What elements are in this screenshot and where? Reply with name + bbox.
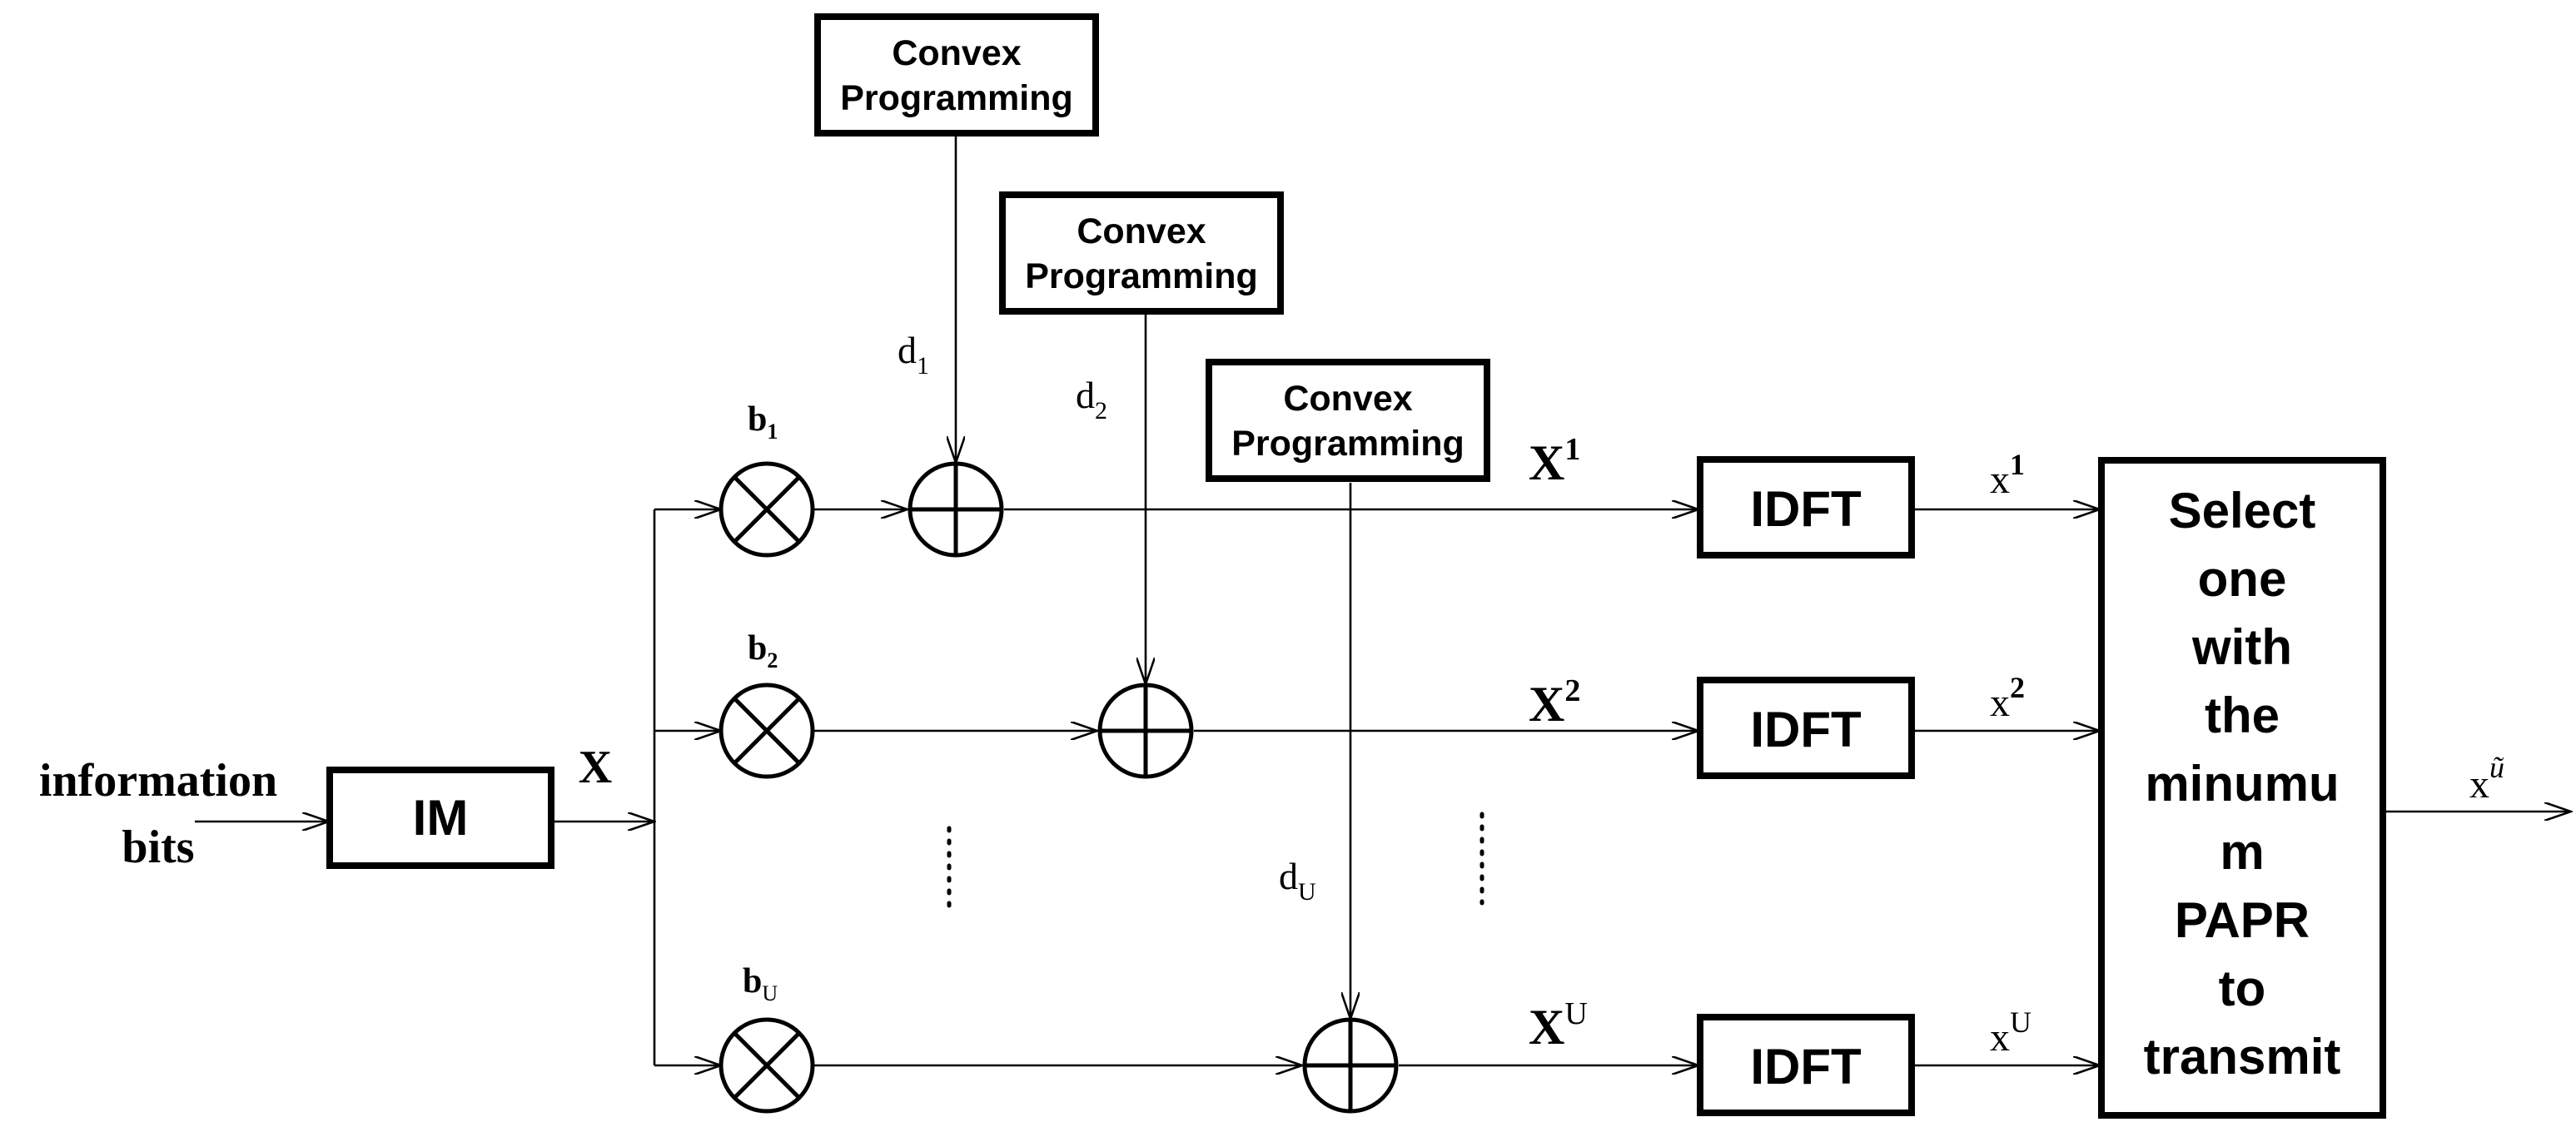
select-line-7: to bbox=[2219, 961, 2266, 1016]
idft-block-1: IDFT bbox=[1697, 456, 1915, 559]
idft-block-2: IDFT bbox=[1697, 677, 1915, 779]
im-label: IM bbox=[413, 790, 469, 846]
idft1-label: IDFT bbox=[1750, 481, 1861, 537]
X1-label: X1 bbox=[1529, 432, 1580, 490]
idft2-label: IDFT bbox=[1750, 702, 1861, 757]
output-label: xũ bbox=[2469, 751, 2504, 807]
cp1-line2: Programming bbox=[840, 78, 1073, 118]
select-line-0: Select bbox=[2169, 483, 2316, 539]
bU-label: bU bbox=[743, 962, 778, 1005]
dU-label: dU bbox=[1279, 855, 1316, 906]
adder-dU bbox=[1302, 1017, 1399, 1114]
wires bbox=[195, 135, 2571, 1065]
x1-label: x1 bbox=[1990, 448, 2025, 502]
select-min-papr-block: Select one with the minumu m PAPR to tra… bbox=[2098, 457, 2386, 1119]
adder-d1 bbox=[908, 461, 1004, 558]
idft-block-U: IDFT bbox=[1697, 1014, 1915, 1116]
d2-label: d2 bbox=[1076, 374, 1107, 424]
multiplier-b2 bbox=[719, 683, 815, 779]
select-line-8: transmit bbox=[2144, 1029, 2341, 1085]
select-line-1: one bbox=[2198, 551, 2287, 607]
cp3-line2: Programming bbox=[1231, 424, 1465, 464]
cp2-line1: Convex bbox=[1077, 211, 1206, 251]
X2-label: X2 bbox=[1529, 673, 1580, 732]
select-line-5: m bbox=[2220, 824, 2264, 880]
b2-label: b2 bbox=[748, 629, 778, 673]
x-label: X bbox=[579, 742, 612, 793]
select-line-6: PAPR bbox=[2175, 892, 2310, 948]
b1-label: b1 bbox=[748, 400, 778, 444]
convex-programming-block-3: Convex Programming bbox=[1206, 359, 1490, 482]
select-line-2: with bbox=[2191, 619, 2292, 675]
input-label-line2: bits bbox=[122, 822, 194, 873]
im-block: IM bbox=[326, 767, 554, 869]
select-line-3: the bbox=[2205, 688, 2280, 743]
multiplier-b1 bbox=[719, 461, 815, 558]
convex-programming-block-1: Convex Programming bbox=[814, 13, 1099, 137]
idftU-label: IDFT bbox=[1750, 1039, 1861, 1095]
cp1-line1: Convex bbox=[892, 33, 1021, 73]
xU-label: xU bbox=[1990, 1005, 2031, 1060]
adder-d2 bbox=[1097, 683, 1194, 779]
XU-label: XU bbox=[1529, 996, 1588, 1055]
multiplier-bU bbox=[719, 1017, 815, 1114]
convex-programming-block-2: Convex Programming bbox=[999, 191, 1284, 315]
cp2-line2: Programming bbox=[1025, 256, 1258, 296]
input-label-line1: information bbox=[39, 755, 277, 807]
cp3-line1: Convex bbox=[1283, 379, 1412, 419]
d1-label: d1 bbox=[898, 329, 929, 380]
x2-label: x2 bbox=[1990, 671, 2025, 725]
select-line-4: minumu bbox=[2145, 756, 2339, 812]
